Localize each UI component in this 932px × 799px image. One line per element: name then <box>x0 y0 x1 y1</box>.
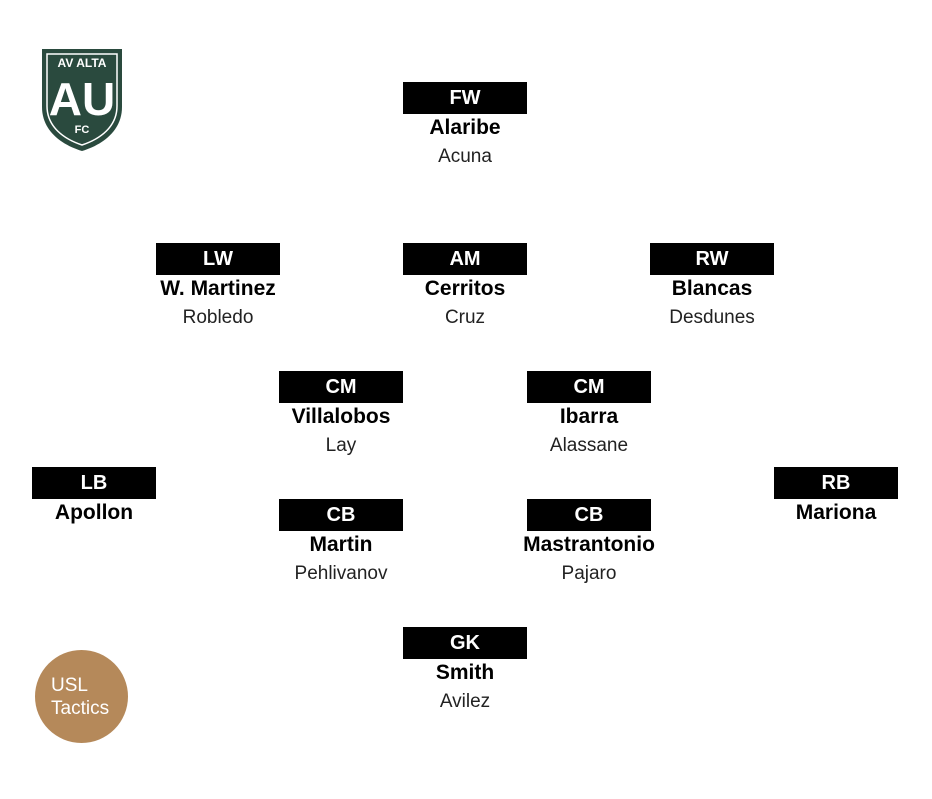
position-rb: RB Mariona <box>774 467 898 525</box>
sub-name: Avilez <box>439 691 491 712</box>
position-label: CM <box>279 371 403 403</box>
logo-monogram: AU <box>49 73 115 125</box>
starter-name: Apollon <box>54 501 134 524</box>
position-label: CB <box>279 499 403 531</box>
position-label: LB <box>32 467 156 499</box>
position-rw: RW Blancas Desdunes <box>650 243 774 329</box>
sub-name: Robledo <box>182 307 254 328</box>
position-lb: LB Apollon <box>32 467 156 525</box>
starter-name: Ibarra <box>559 405 619 428</box>
position-lw: LW W. Martinez Robledo <box>156 243 280 329</box>
sub-name: Desdunes <box>669 307 755 328</box>
starter-name: Villalobos <box>291 405 391 428</box>
position-label: FW <box>403 82 527 114</box>
position-cm-left: CM Villalobos Lay <box>279 371 403 457</box>
starter-name: Mariona <box>795 501 877 524</box>
position-am: AM Cerritos Cruz <box>403 243 527 329</box>
position-label: RW <box>650 243 774 275</box>
club-logo: AV ALTA AU FC <box>42 49 122 151</box>
badge-line2: Tactics <box>51 697 110 719</box>
sub-name: Pehlivanov <box>294 563 388 584</box>
sub-name: Lay <box>325 435 357 456</box>
position-label: AM <box>403 243 527 275</box>
position-gk: GK Smith Avilez <box>403 627 527 713</box>
position-label: GK <box>403 627 527 659</box>
position-cm-right: CM Ibarra Alassane <box>527 371 651 457</box>
sub-name: Alassane <box>549 435 629 456</box>
logo-bottom-text: FC <box>75 124 90 136</box>
starter-name: Mastrantonio <box>523 533 655 556</box>
position-label: LW <box>156 243 280 275</box>
position-fw: FW Alaribe Acuna <box>403 82 527 168</box>
sub-name: Pajaro <box>561 563 617 584</box>
sub-name: Cruz <box>444 307 486 328</box>
position-cb-right: CB Mastrantonio Pajaro <box>523 499 655 585</box>
starter-name: Alaribe <box>429 116 501 139</box>
usl-tactics-badge: USL Tactics <box>35 650 128 743</box>
position-cb-left: CB Martin Pehlivanov <box>279 499 403 585</box>
starter-name: Martin <box>309 533 373 556</box>
starter-name: Cerritos <box>424 277 506 300</box>
logo-top-text: AV ALTA <box>58 56 107 70</box>
starter-name: Smith <box>435 661 495 684</box>
badge-line1: USL <box>51 674 88 696</box>
position-label: CM <box>527 371 651 403</box>
position-label: RB <box>774 467 898 499</box>
sub-name: Acuna <box>438 146 492 167</box>
starter-name: Blancas <box>671 277 753 300</box>
starter-name: W. Martinez <box>160 277 276 300</box>
position-label: CB <box>527 499 651 531</box>
